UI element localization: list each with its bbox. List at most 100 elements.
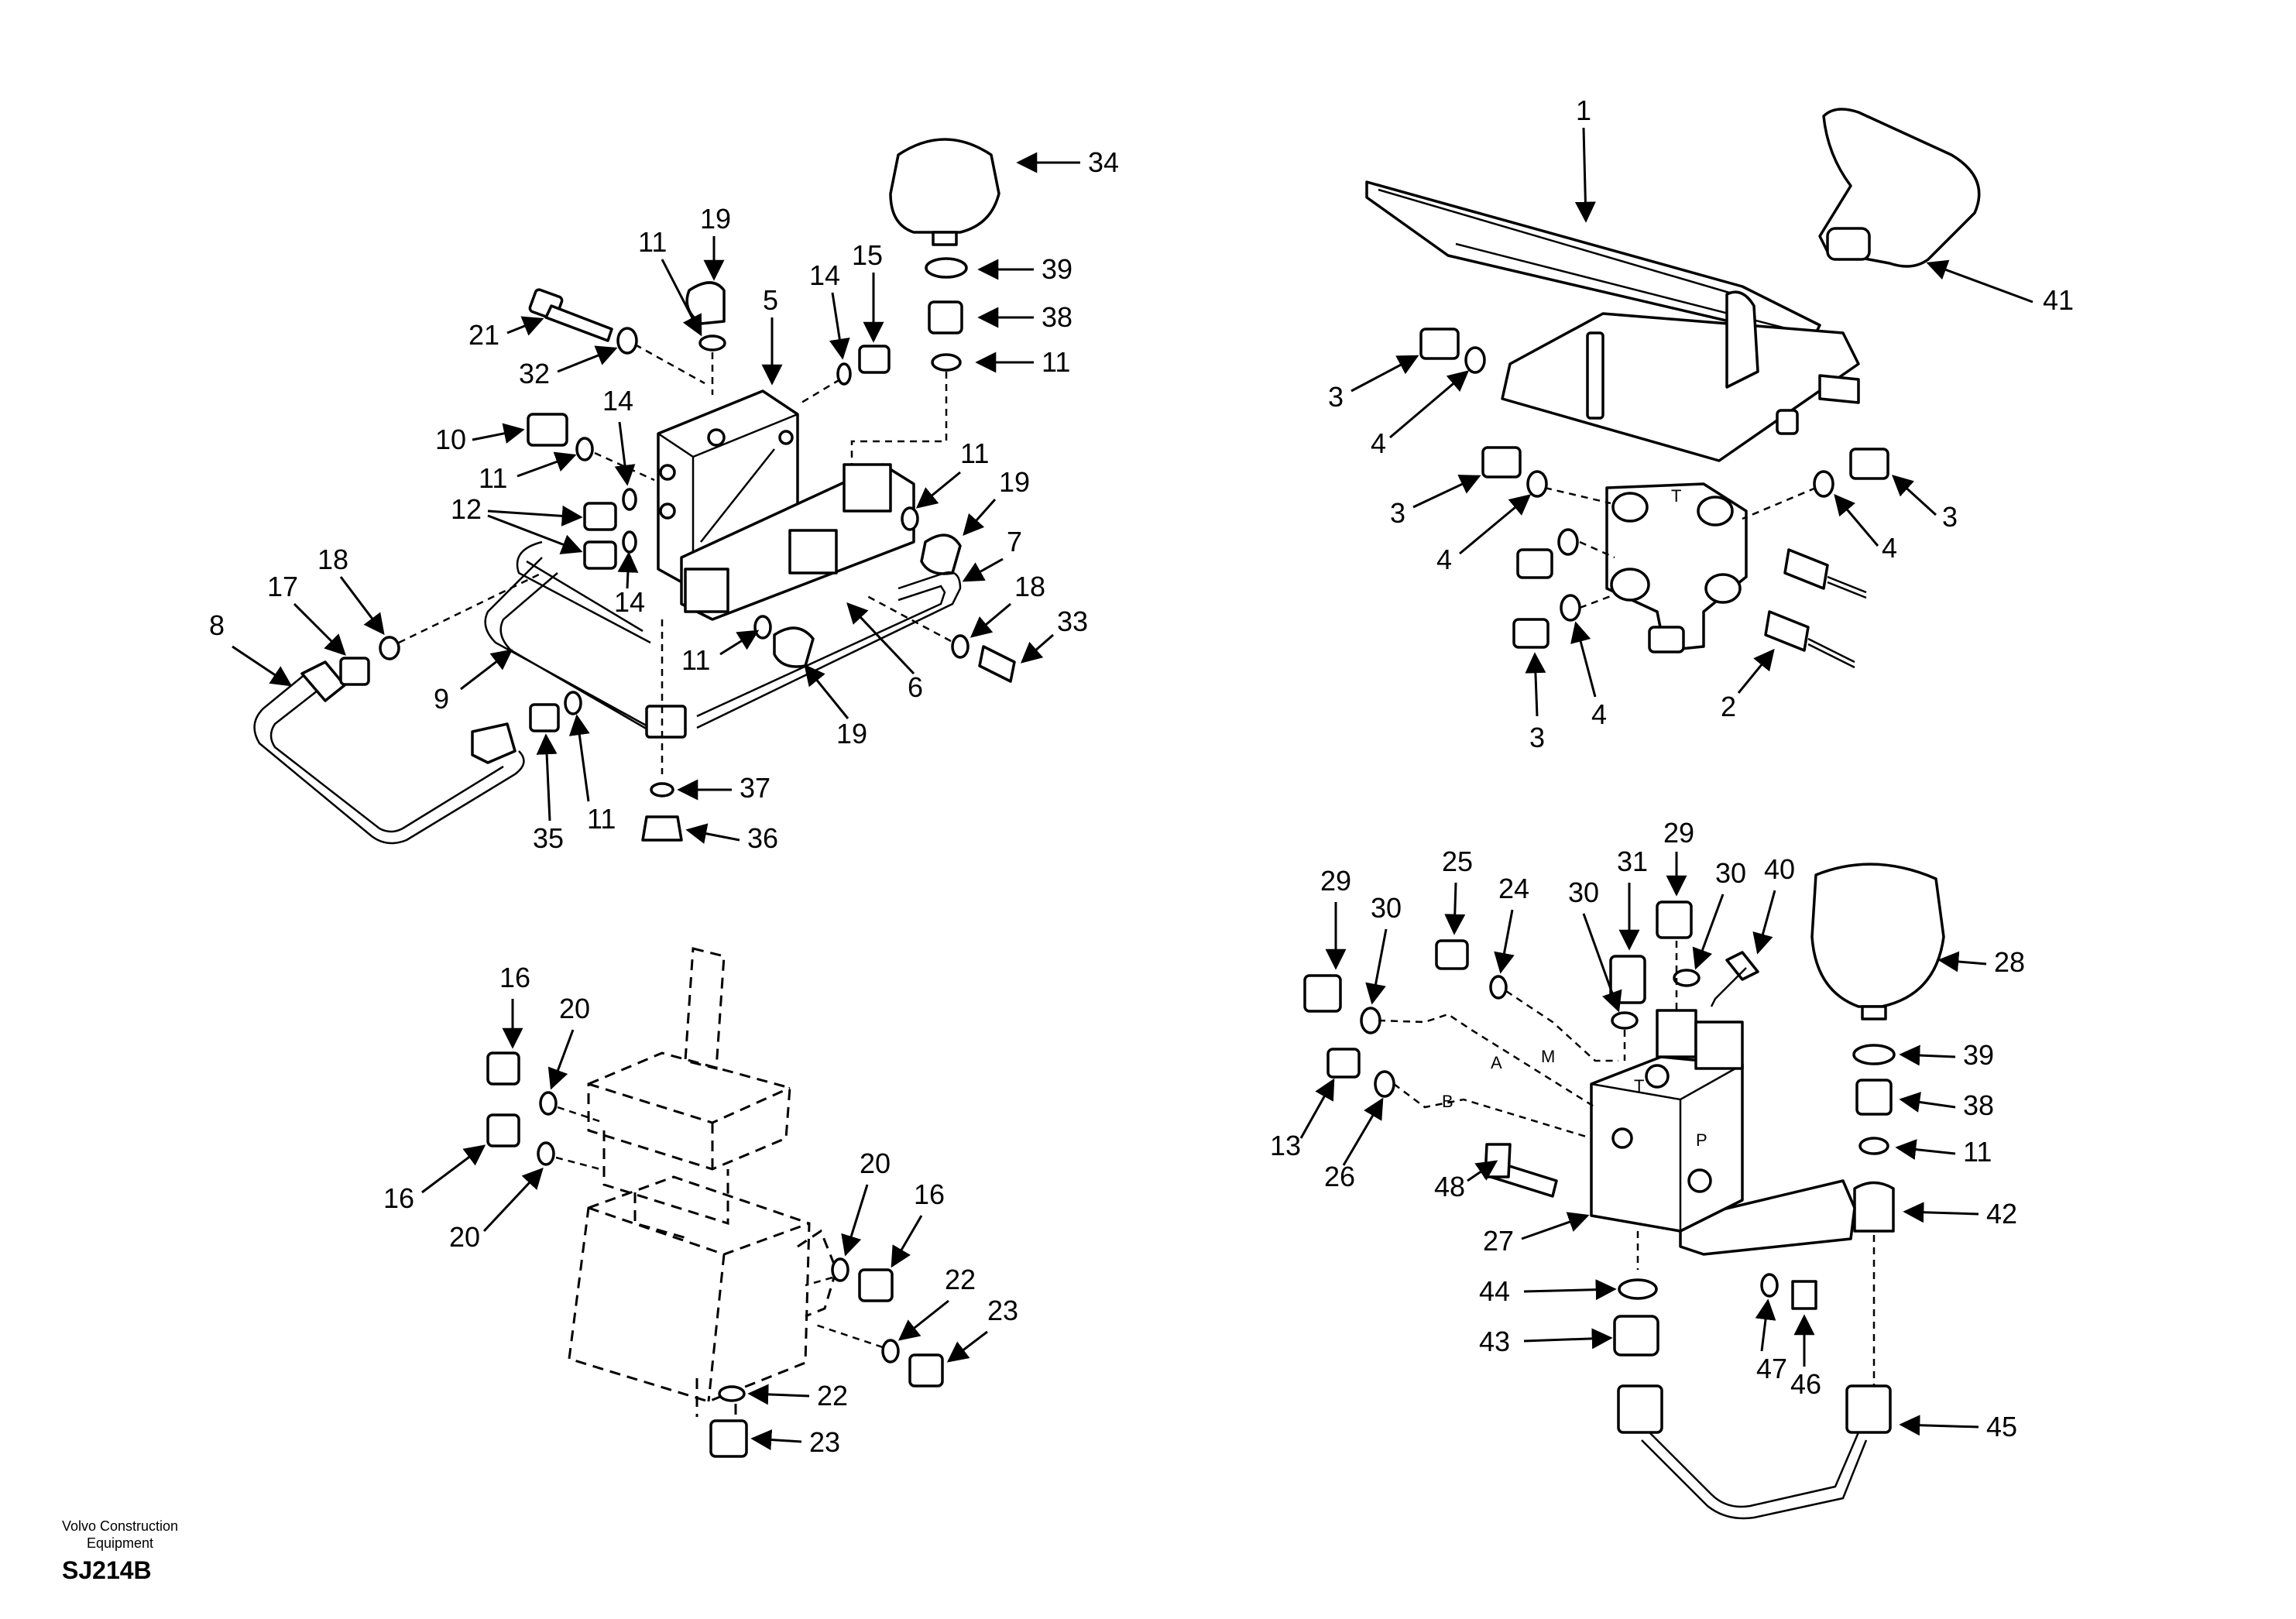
callout-14-b: 14 [602,385,633,417]
accumulator-part-28 [1810,863,1945,1008]
callout-38-b: 38 [1963,1089,1994,1121]
washer-part-39 [925,257,968,279]
accumulator-part-34 [889,138,1000,246]
callout-42: 42 [1986,1198,2017,1230]
washer-part-18 [951,634,970,659]
callout-3-b: 3 [1390,497,1405,529]
callout-12: 12 [451,493,482,525]
washer-part-18 [379,636,400,660]
fitting-part-31 [1609,955,1646,1004]
callout-3-c: 3 [1942,501,1958,533]
callout-14-c: 14 [614,586,645,618]
pressure-sensor-part-2 [1783,548,1829,590]
callout-11-e: 11 [681,644,710,676]
callout-20: 20 [559,993,590,1024]
port-label-m: M [1541,1047,1555,1066]
pedal-hinge-bracket [1725,290,1759,389]
tube-part-8-end [300,660,346,702]
washer-part-4 [1813,470,1834,498]
o-ring-part-11 [575,437,594,461]
o-ring-part-11 [564,691,582,715]
callout-43: 43 [1479,1326,1510,1357]
o-ring-part-11 [698,334,726,352]
port-label-t: T [1634,1076,1644,1096]
fitting-part-23 [709,1419,748,1458]
callout-38: 38 [1042,301,1072,333]
tube-part-45-left-end [1617,1384,1663,1434]
callout-32: 32 [519,358,550,389]
callout-4-d: 4 [1591,698,1607,730]
callouts: 34 39 38 11 19 11 5 14 15 21 32 10 11 14… [209,94,2074,1458]
fitting-part-16 [486,1113,520,1147]
o-ring-part-24 [1489,975,1508,1000]
callout-41: 41 [2043,284,2074,316]
callout-39-b: 39 [1963,1039,1994,1071]
nut-part-46 [1791,1280,1817,1310]
callout-15: 15 [852,239,883,271]
callout-26: 26 [1324,1161,1355,1192]
callout-29-b: 29 [1663,817,1694,849]
callout-37: 37 [740,772,770,804]
callout-7: 7 [1007,526,1022,557]
adapter-part-42 [1853,1181,1895,1233]
fitting-part-15 [858,345,891,374]
tube-part-45 [1641,1432,1868,1520]
callout-30-b: 30 [1568,876,1599,908]
pedal-small-fitting [1776,409,1799,435]
callout-47: 47 [1756,1353,1787,1384]
fitting-part-12 [583,502,617,531]
o-ring-part-30 [1360,1007,1381,1034]
callout-2: 2 [1721,691,1736,722]
plug-part-36 [641,815,683,842]
bolt-part-21 [528,288,613,342]
washer-part-4 [1560,594,1581,622]
washer-part-4 [1557,528,1579,556]
callout-33: 33 [1057,605,1088,637]
fitting-part-12 [583,540,617,570]
fitting-part-3 [1419,328,1460,360]
bracket-part-41 [1818,108,1981,268]
o-ring-part-20 [831,1257,849,1282]
fitting-part-29 [1656,900,1693,939]
callout-22: 22 [945,1264,976,1295]
drawing-code: SJ214B [62,1556,152,1584]
callout-20-c: 20 [860,1147,891,1179]
callout-10: 10 [435,424,466,455]
callout-21: 21 [468,319,499,351]
ghost-lower-block [568,1175,811,1403]
callout-22-b: 22 [817,1380,848,1411]
o-ring-part-14 [836,362,852,386]
callout-28: 28 [1994,946,2025,978]
port-label-p: P [1696,1130,1707,1150]
callout-4-b: 4 [1436,544,1452,575]
o-ring-part-30 [1611,1011,1639,1030]
callout-36: 36 [747,822,778,854]
o-ring-part-14 [622,530,637,554]
callout-5: 5 [763,284,778,316]
callout-29: 29 [1320,865,1351,897]
control-block-assembly [486,947,944,1458]
pedal-side-fitting [1818,374,1860,404]
callout-27: 27 [1483,1225,1514,1257]
o-ring-part-11 [931,353,962,372]
accumulator-part-28-neck [1861,1005,1887,1020]
callout-18-b: 18 [317,544,348,575]
fitting-part-3 [1481,446,1522,478]
callout-45: 45 [1986,1411,2017,1442]
tube-part-8-elbow [471,722,517,764]
pedal-valve-body: T [1605,482,1748,653]
callout-19: 19 [700,203,731,235]
callout-23: 23 [987,1295,1018,1326]
o-ring-part-11 [753,615,772,640]
callout-18: 18 [1014,571,1045,602]
pedal-stopper-bolt [1586,331,1604,420]
callout-3: 3 [1328,381,1344,413]
o-ring-part-11 [1858,1137,1889,1155]
o-ring-part-11 [901,506,919,531]
foot-pedal-assembly: T [1365,108,1981,669]
o-ring-part-20 [539,1091,558,1116]
washer-part-4 [1526,470,1548,498]
o-ring-part-14 [622,488,637,511]
callout-11-b: 11 [638,226,667,258]
